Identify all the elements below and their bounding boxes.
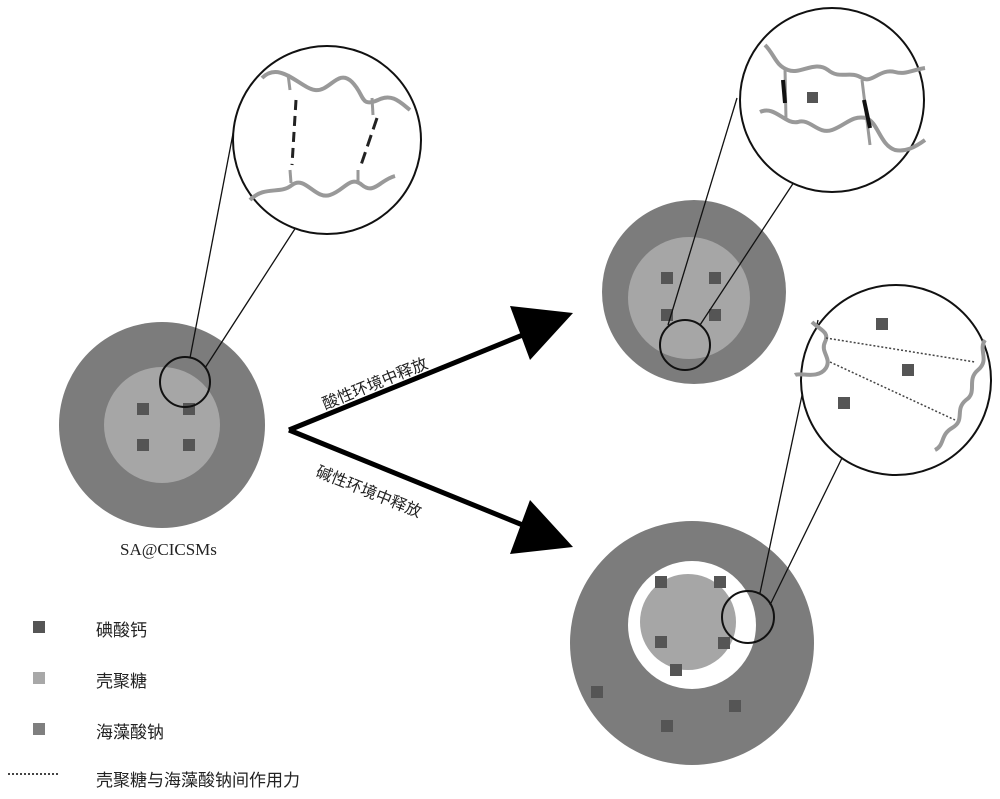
calcium-iodate-particle bbox=[661, 272, 673, 284]
calcium-iodate-particle bbox=[709, 272, 721, 284]
calcium-iodate-particle bbox=[655, 636, 667, 648]
base-microsphere bbox=[570, 521, 814, 765]
acid-magnified-view bbox=[740, 8, 925, 192]
initial-magnified-view bbox=[233, 46, 421, 234]
legend-alginate-swatch bbox=[33, 723, 45, 735]
initial-inner-core bbox=[104, 367, 220, 483]
microsphere-caption: SA@CICSMs bbox=[120, 540, 217, 560]
calcium-iodate-particle bbox=[655, 576, 667, 588]
calcium-iodate-particle bbox=[591, 686, 603, 698]
calcium-iodate-particle bbox=[670, 664, 682, 676]
calcium-iodate-particle bbox=[729, 700, 741, 712]
zoom-line bbox=[190, 118, 236, 358]
calcium-iodate-particle bbox=[137, 403, 149, 415]
calcium-iodate-particle bbox=[718, 637, 730, 649]
legend-item-chitosan: 壳聚糖 bbox=[96, 667, 147, 692]
zoom-line bbox=[205, 221, 300, 368]
legend-item-calcium-iodate: 碘酸钙 bbox=[96, 616, 147, 641]
calcium-iodate-particle bbox=[714, 576, 726, 588]
zoom-line bbox=[770, 458, 842, 605]
calcium-iodate-particle bbox=[838, 397, 850, 409]
interaction-bond bbox=[783, 80, 785, 103]
legend-item-interaction: 壳聚糖与海藻酸钠间作用力 bbox=[96, 766, 300, 791]
base-release-arrow bbox=[289, 430, 573, 554]
initial-microsphere bbox=[59, 322, 265, 528]
calcium-iodate-particle bbox=[661, 720, 673, 732]
legend-item-sodium-alginate: 海藻酸钠 bbox=[96, 718, 164, 743]
legend-calcium-iodate-swatch bbox=[33, 621, 45, 633]
base-magnified-view bbox=[795, 285, 991, 475]
calcium-iodate-particle bbox=[902, 364, 914, 376]
calcium-iodate-particle bbox=[183, 439, 195, 451]
acid-microsphere bbox=[602, 200, 786, 384]
legend-chitosan-swatch bbox=[33, 672, 45, 684]
calcium-iodate-particle bbox=[137, 439, 149, 451]
calcium-iodate-particle bbox=[807, 92, 818, 103]
calcium-iodate-particle bbox=[876, 318, 888, 330]
calcium-iodate-particle bbox=[709, 309, 721, 321]
